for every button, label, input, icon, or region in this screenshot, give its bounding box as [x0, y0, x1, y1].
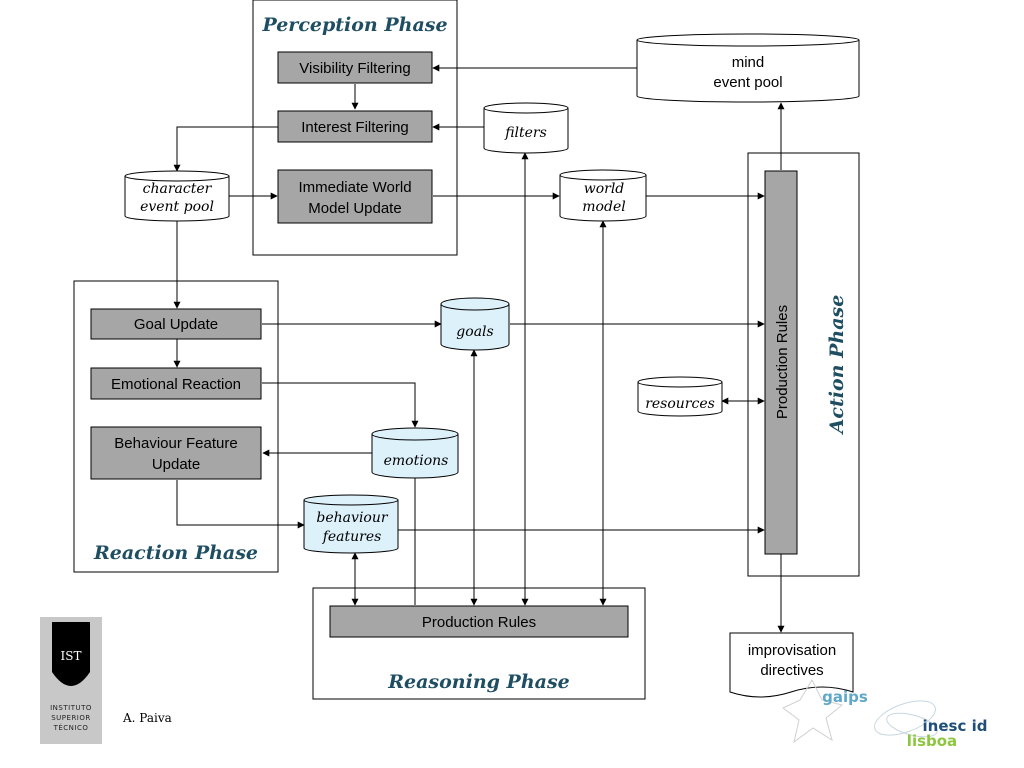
- world-model-label-1: world: [584, 181, 625, 197]
- perception-phase-title: Perception Phase: [261, 14, 447, 36]
- interest-filtering-label: Interest Filtering: [301, 119, 409, 136]
- emotions-label: emotions: [384, 453, 449, 469]
- world-model-label-2: model: [582, 199, 625, 215]
- ist-logo-text-2: SUPERIOR: [51, 714, 91, 722]
- interest-filtering-box: Interest Filtering: [277, 110, 433, 143]
- reaction-phase-title: Reaction Phase: [93, 542, 258, 564]
- goal-update-box: Goal Update: [90, 308, 262, 340]
- behaviour-features-label-2: features: [322, 529, 382, 545]
- goals-store: goals: [440, 297, 510, 351]
- behaviour-feature-update-label-2: Update: [152, 456, 200, 473]
- action-phase-frame: [747, 152, 860, 577]
- author-credit: A. Paiva: [122, 711, 172, 725]
- inesc-id-text: inesc id: [923, 717, 988, 735]
- action-production-rules-label: Production Rules: [774, 305, 791, 419]
- visibility-filtering-box: Visibility Filtering: [277, 51, 433, 84]
- resources-label: resources: [645, 396, 715, 412]
- mind-event-pool-label-2: event pool: [713, 74, 782, 91]
- mind-event-pool-label-1: mind: [732, 54, 765, 71]
- filters-store: filters: [483, 102, 569, 154]
- reasoning-production-rules-box: Production Rules: [329, 605, 629, 638]
- emotional-reaction-box: Emotional Reaction: [90, 367, 262, 400]
- inesc-id-logo: inesc id lisboa: [874, 700, 988, 750]
- world-model-store: world model: [559, 169, 647, 222]
- gaips-logo-text: gaips: [822, 688, 868, 706]
- emotional-reaction-label: Emotional Reaction: [111, 376, 241, 393]
- reasoning-production-rules-label: Production Rules: [422, 614, 536, 631]
- reaction-phase-frame: [73, 280, 279, 573]
- immediate-world-model-update-box: Immediate World Model Update: [277, 169, 433, 224]
- ist-logo-text-1: INSTITUTO: [50, 704, 92, 712]
- immediate-world-model-update-label-1: Immediate World: [298, 179, 411, 196]
- character-event-pool-label-2: event pool: [140, 199, 214, 215]
- lisboa-text: lisboa: [907, 732, 957, 750]
- emotions-store: emotions: [371, 427, 459, 479]
- reasoning-phase-title: Reasoning Phase: [387, 671, 570, 693]
- reasoning-phase-frame: [312, 587, 646, 700]
- mind-event-pool-store: mind event pool: [636, 33, 860, 103]
- behaviour-feature-update-label-1: Behaviour Feature: [114, 435, 237, 452]
- filters-label: filters: [504, 125, 547, 141]
- resources-store: resources: [637, 376, 723, 417]
- improvisation-directives-label-1: improvisation: [748, 642, 836, 659]
- goals-label: goals: [456, 324, 493, 340]
- ist-logo-mark: IST: [61, 649, 82, 663]
- ist-logo-text-3: TÉCNICO: [53, 723, 89, 732]
- visibility-filtering-label: Visibility Filtering: [299, 60, 410, 77]
- gaips-logo: gaips: [782, 678, 868, 744]
- character-event-pool-label-1: character: [143, 181, 213, 197]
- behaviour-features-store: behaviour features: [303, 494, 399, 554]
- behaviour-features-label-1: behaviour: [316, 510, 388, 526]
- action-phase-title: Action Phase: [826, 295, 848, 436]
- connectors: [173, 64, 785, 633]
- improvisation-directives-label-2: directives: [760, 662, 823, 679]
- immediate-world-model-update-label-2: Model Update: [308, 200, 401, 217]
- behaviour-feature-update-box: Behaviour Feature Update: [90, 426, 262, 480]
- improvisation-directives-document: improvisation directives: [729, 632, 854, 698]
- goal-update-label: Goal Update: [134, 316, 218, 333]
- ist-logo: IST INSTITUTO SUPERIOR TÉCNICO: [40, 617, 102, 744]
- character-event-pool-store: character event pool: [124, 170, 230, 222]
- action-production-rules-box: Production Rules: [764, 170, 798, 555]
